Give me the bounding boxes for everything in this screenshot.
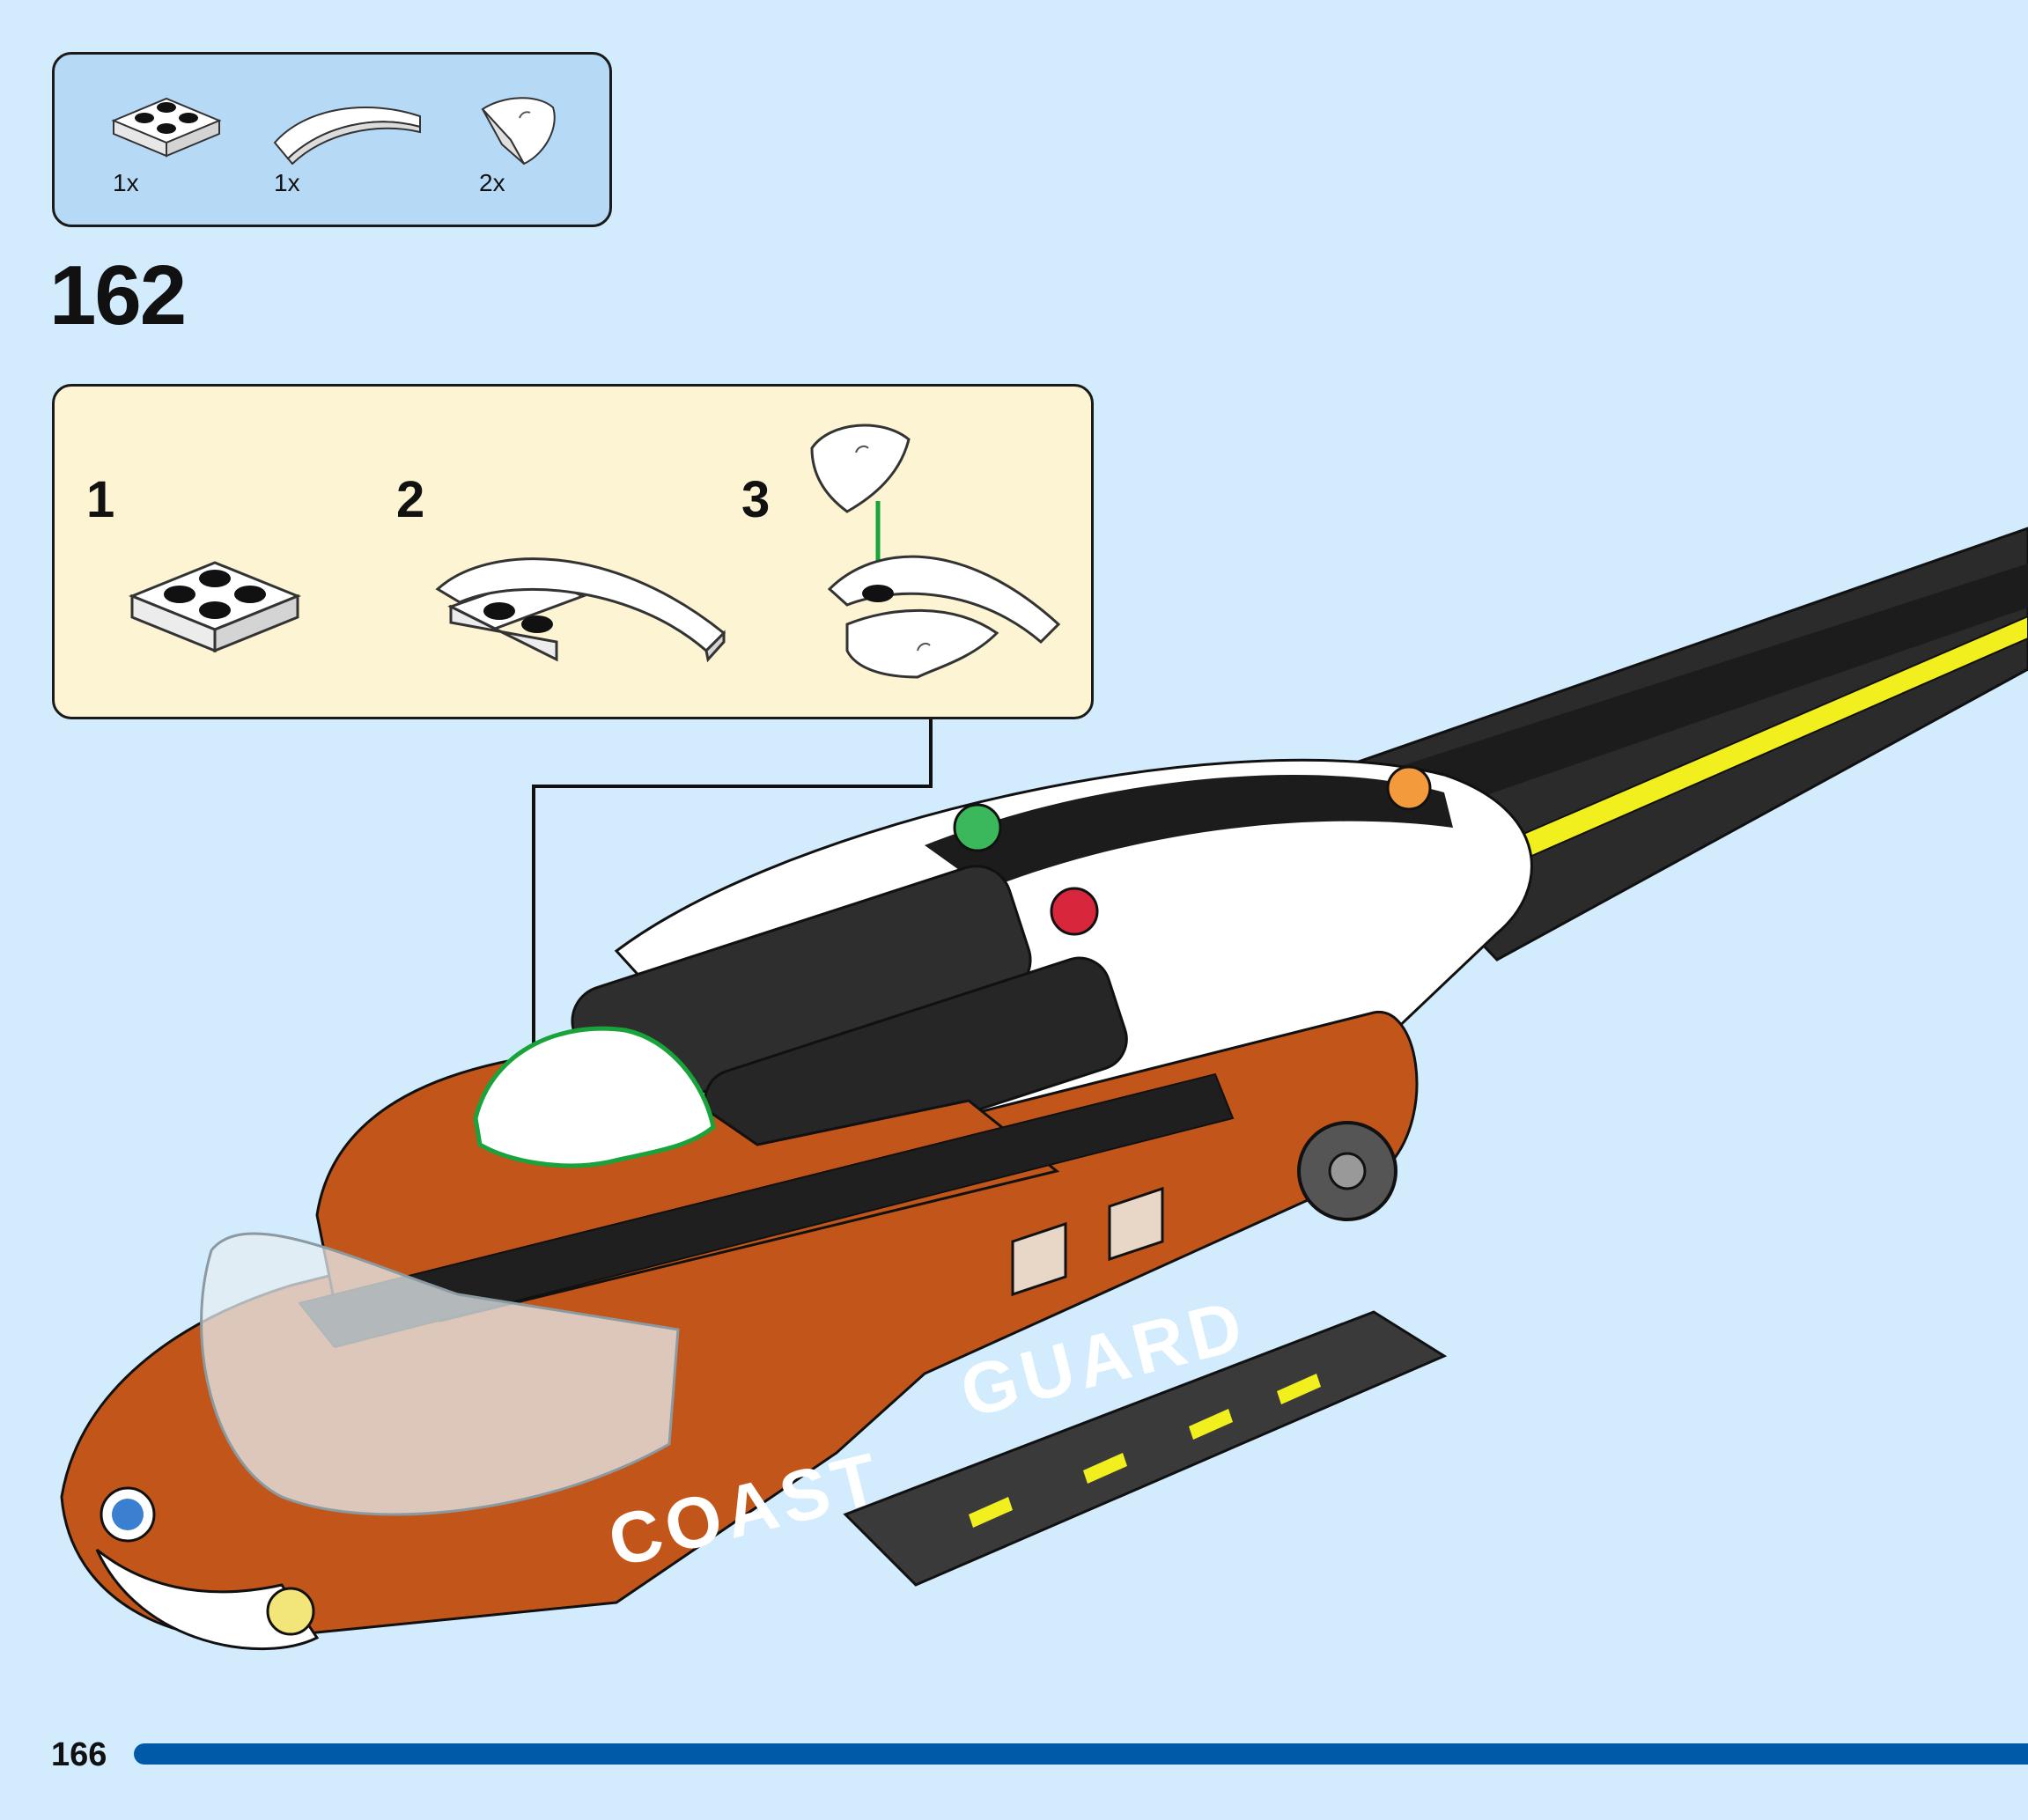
curved-slope-part xyxy=(273,107,421,165)
substep-3-assembly xyxy=(810,424,1061,679)
page-number: 166 xyxy=(51,1736,107,1773)
substep-number-1: 1 xyxy=(86,471,115,528)
substep-1-plate xyxy=(128,561,302,653)
substep-2-assembly xyxy=(435,557,726,663)
plate-2x2-part xyxy=(111,97,222,158)
substep-number-2: 2 xyxy=(396,471,425,528)
curved-slope-quantity: 1x xyxy=(274,169,300,196)
corner-slope-part xyxy=(481,97,556,166)
corner-slope-quantity: 2x xyxy=(479,169,505,196)
step-number: 162 xyxy=(49,248,187,343)
footer-bar xyxy=(134,1743,2028,1765)
substep-number-3: 3 xyxy=(741,471,771,528)
substep-box: 1 2 3 xyxy=(52,384,1094,719)
parts-list-box: 1x 1x 2x xyxy=(52,52,612,227)
plate-quantity: 1x xyxy=(113,169,139,196)
